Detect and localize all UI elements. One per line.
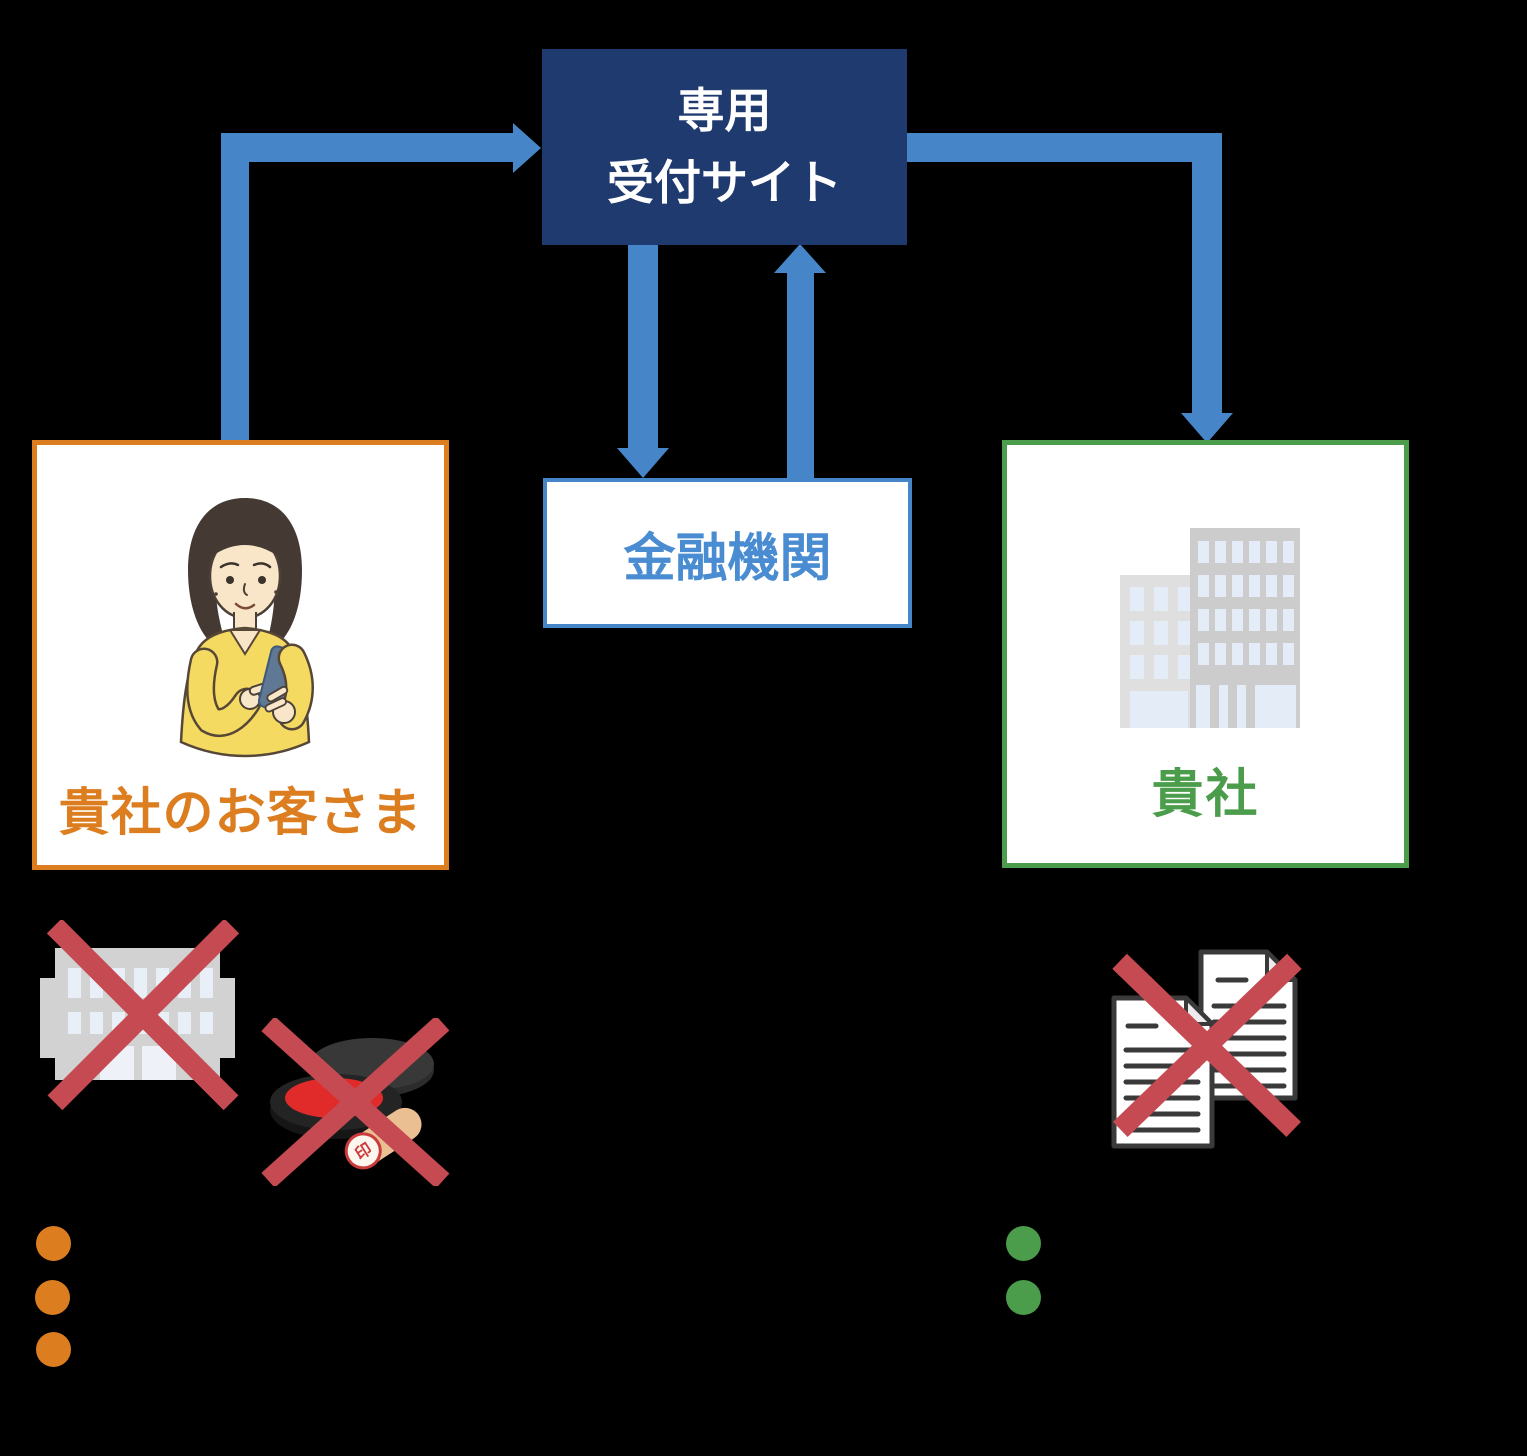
arrow-site-to-company-head-icon	[1181, 413, 1233, 443]
company-box: 貴社	[1002, 440, 1409, 868]
customer-bullet-2	[35, 1280, 70, 1315]
arrow-bank-to-site-head-icon	[774, 244, 826, 273]
seal-inkpad-crossed-icon: 印	[261, 1018, 450, 1186]
customer-person-icon	[179, 498, 314, 758]
red-cross-icon	[46, 920, 240, 1110]
reception-site-label-line2: 受付サイト	[607, 156, 842, 209]
company-bullet-1	[1006, 1226, 1041, 1261]
office-buildings-icon	[1120, 528, 1300, 728]
financial-institution-box: 金融機関	[543, 478, 912, 628]
arrow-site-to-company-horizontal	[905, 133, 1222, 162]
documents-crossed-icon	[1111, 949, 1302, 1149]
arrow-site-to-bank-head-icon	[617, 448, 669, 478]
red-cross-icon	[1112, 953, 1302, 1137]
customer-label: 貴社のお客さま	[58, 784, 423, 841]
financial-institution-label: 金融機関	[623, 529, 832, 588]
red-cross-icon	[261, 1018, 450, 1186]
company-bullet-2	[1006, 1280, 1041, 1315]
company-label: 貴社	[1151, 766, 1260, 824]
arrow-customer-to-site-head-icon	[513, 123, 541, 173]
customer-box: 貴社のお客さま	[32, 440, 449, 870]
reception-site-box: 専用 受付サイト	[542, 49, 907, 245]
arrow-site-to-bank-vertical	[628, 245, 658, 448]
arrow-customer-to-site-horizontal	[221, 133, 513, 162]
customer-bullet-3	[36, 1332, 71, 1367]
arrow-customer-to-site-vertical	[221, 133, 249, 442]
arrow-bank-to-site-vertical	[787, 272, 814, 478]
bank-branch-crossed-icon	[40, 920, 240, 1110]
reception-site-label-line1: 専用	[677, 84, 772, 137]
arrow-site-to-company-vertical	[1192, 133, 1222, 414]
customer-bullet-1	[36, 1226, 71, 1261]
